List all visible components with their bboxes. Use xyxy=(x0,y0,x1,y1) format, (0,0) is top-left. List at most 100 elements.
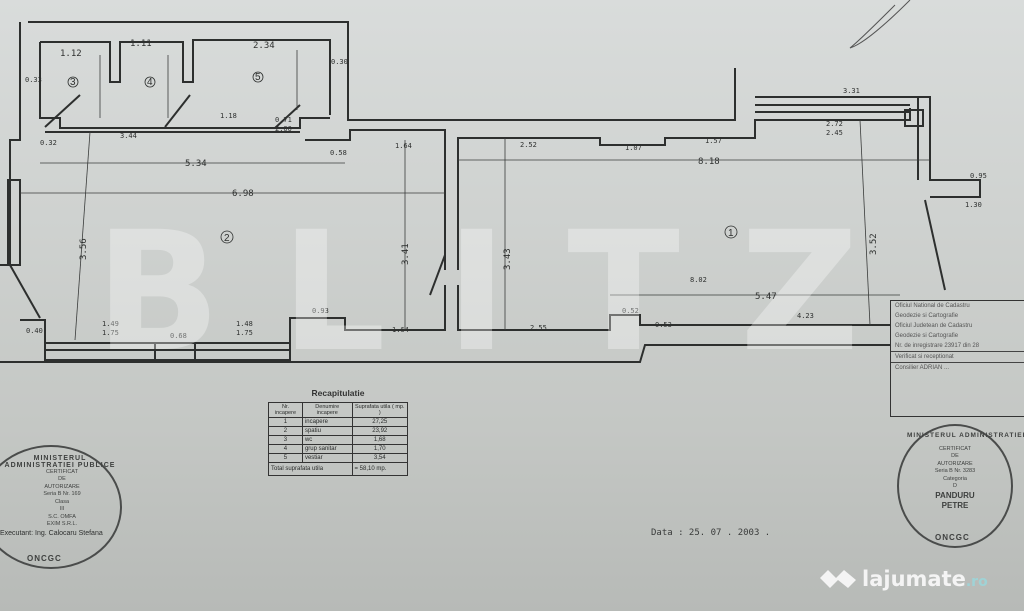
dim-0-95: 0.95 xyxy=(970,172,987,180)
stamp-name: PETRE xyxy=(941,501,969,511)
recap-title: Recapitulatie xyxy=(311,388,365,398)
office-line: Oficiul Judetean de Cadastru xyxy=(895,323,973,329)
dim-1-75a: 1.75 xyxy=(102,329,119,337)
dim-0-58: 0.58 xyxy=(330,149,347,157)
total-row: Total suprafata utila = 58,10 mp. xyxy=(268,462,409,477)
dim-6-98: 6.98 xyxy=(232,189,254,199)
dim-2-52: 2.52 xyxy=(520,141,537,149)
handshake-logo-icon xyxy=(820,570,856,588)
stamp-line: CERTIFICAT xyxy=(46,469,78,475)
row-nr: 2 xyxy=(268,426,303,437)
stamp-line: Seria B Nr. 3283 xyxy=(934,468,976,475)
stamp-bottom-text: ONCGC xyxy=(27,554,62,563)
stamp-line: Categoria xyxy=(943,475,967,482)
dim-2-72: 2.72 xyxy=(826,120,843,128)
dim-1-75b: 1.75 xyxy=(236,329,253,337)
recapitulatie-table: Recapitulatie Nr. incapere Denumire inca… xyxy=(268,388,409,477)
dim-1-18: 1.18 xyxy=(220,112,237,120)
stamp-name: PANDURU xyxy=(935,490,975,500)
dim-5-34: 5.34 xyxy=(185,159,207,169)
stamp-line: S.C. OMFA xyxy=(48,513,76,520)
dim-2-45: 2.45 xyxy=(826,129,843,137)
room-4-label: 4 xyxy=(147,77,153,88)
row-nr: 3 xyxy=(268,435,303,446)
office-line: Geodezie si Cartografie xyxy=(895,313,959,319)
stamp-line: EXIM S.R.L. xyxy=(46,520,78,527)
row-nr: 5 xyxy=(268,453,303,464)
row-area: 23,92 xyxy=(351,426,409,437)
executant-signature-line: Executant: Ing. Calocaru Stefana xyxy=(0,530,103,537)
dim-8-18: 8.18 xyxy=(698,157,720,167)
table-row: 5 vestiar 3,54 xyxy=(268,453,409,464)
brand-name: lajumate xyxy=(862,567,966,591)
stamp-line: AUTORIZARE xyxy=(44,483,80,490)
office-line: Verificat si receptionat xyxy=(891,351,1024,362)
table-row: 3 wc 1,68 xyxy=(268,435,409,446)
row-nr: 4 xyxy=(268,444,303,455)
dim-3-52: 3.52 xyxy=(869,233,879,255)
dim-0-68: 0.68 xyxy=(170,332,187,340)
dim-3-43: 3.43 xyxy=(503,248,513,270)
stamp-line: Seria B Nr. 169 xyxy=(43,491,81,498)
header-nr: Nr. incapere xyxy=(268,401,303,419)
dim-1-64-top: 1.64 xyxy=(395,142,412,150)
dim-2-34: 2.34 xyxy=(253,41,275,51)
dim-0-40: 0.40 xyxy=(26,327,43,335)
office-line: Oficiul National de Cadastru xyxy=(895,303,970,309)
dim-0-30: 0.30 xyxy=(331,58,348,66)
dim-0-52: 0.52 xyxy=(622,307,639,315)
dim-3-41: 3.41 xyxy=(401,243,411,265)
dim-4-23: 4.23 xyxy=(797,312,814,320)
dim-3-31: 3.31 xyxy=(843,87,860,95)
dim-0-71: 0.71 xyxy=(275,116,292,124)
dim-1-30: 1.30 xyxy=(965,201,982,209)
stamp-line: AUTORIZARE xyxy=(937,460,973,467)
stamp-inner-text: CERTIFICAT DE AUTORIZARE Seria B Nr. 328… xyxy=(899,446,1011,512)
row-name: vestiar xyxy=(301,453,353,464)
row-name: spatiu xyxy=(301,426,353,437)
dim-1-11: 1.11 xyxy=(130,39,152,49)
authorization-stamp-left: MINISTERUL ADMINISTRATIEI PUBLICE CERTIF… xyxy=(0,445,122,569)
total-value: = 58,10 mp. xyxy=(351,462,409,477)
total-label: Total suprafata utila xyxy=(268,462,353,477)
dim-1-48: 1.48 xyxy=(236,320,253,328)
dim-2-00: 2.00 xyxy=(275,125,292,133)
stamp-line: Clasa xyxy=(54,498,70,505)
table-row: 1 incapere 27,25 xyxy=(268,417,409,428)
stamp-inner-text: CERTIFICAT DE AUTORIZARE Seria B Nr. 169… xyxy=(0,469,120,528)
stamp-line: III xyxy=(59,506,65,513)
row-area: 1,70 xyxy=(351,444,409,455)
dim-1-57: 1.57 xyxy=(705,137,722,145)
row-name: incapere xyxy=(301,417,353,428)
table-row: 2 spatiu 23,92 xyxy=(268,426,409,437)
row-area: 27,25 xyxy=(351,417,409,428)
authorization-stamp-right: MINISTERUL ADMINISTRATIEI PUBLICE CERTIF… xyxy=(897,424,1024,548)
stamp-line: D xyxy=(953,483,957,490)
dim-1-64: 1.64 xyxy=(392,326,409,334)
row-area: 3,54 xyxy=(351,453,409,464)
dim-1-49: 1.49 xyxy=(102,320,119,328)
dim-3-56: 3.56 xyxy=(79,238,89,260)
stamp-line: DE xyxy=(951,453,959,460)
dim-0-32: 0.32 xyxy=(40,139,57,147)
room-2-label: 2 xyxy=(224,233,230,244)
dim-5-47: 5.47 xyxy=(755,292,777,302)
room-3-label: 3 xyxy=(70,77,76,88)
stamp-line: DE xyxy=(58,476,66,483)
dim-0-53: 0.53 xyxy=(655,321,672,329)
stamp-ring-text: MINISTERUL ADMINISTRATIEI PUBLICE xyxy=(907,432,1024,439)
room-1-label: 1 xyxy=(728,228,734,239)
row-name: grup sanitar xyxy=(301,444,353,455)
lajumate-brand: lajumate .ro xyxy=(818,566,988,592)
dim-8-02: 8.02 xyxy=(690,276,707,284)
header-name: Denumire incapere xyxy=(301,401,353,419)
row-name: wc xyxy=(301,435,353,446)
document-date: Data : 25. 07 . 2003 . xyxy=(651,528,771,538)
stamp-bottom-text: ONCGC xyxy=(935,533,970,542)
table-row: 4 grup sanitar 1,70 xyxy=(268,444,409,455)
office-line: Geodezie si Cartografie xyxy=(895,333,959,339)
office-line: Nr. de inregistrare 23917 din 28 xyxy=(895,343,980,349)
row-area: 1,68 xyxy=(351,435,409,446)
dim-0-93: 0.93 xyxy=(312,307,329,315)
